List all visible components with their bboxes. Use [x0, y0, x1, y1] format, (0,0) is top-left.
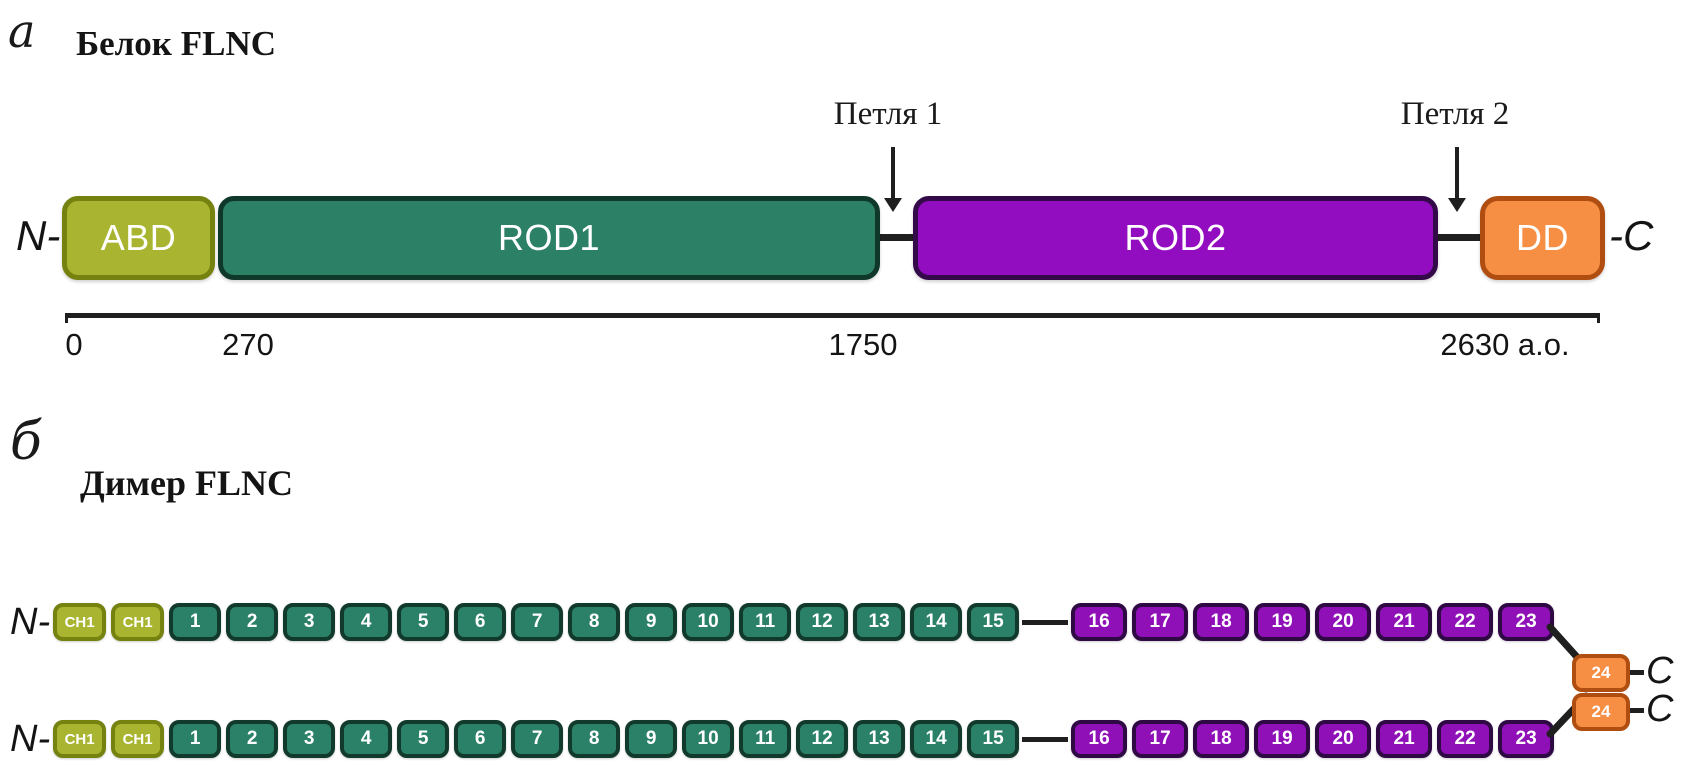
rod1-repeat-box: 13	[853, 720, 906, 758]
ch-domain-box: CH1	[53, 720, 107, 758]
scale-tick-1750: 1750	[828, 327, 898, 362]
rod2-repeat-box: 20	[1315, 603, 1372, 641]
panel-b-title: Димер FLNC	[80, 463, 294, 503]
rod2-repeat-box: 21	[1376, 720, 1433, 758]
rod1-repeat-box: 14	[910, 603, 963, 641]
loop1-label: Петля 1	[833, 96, 943, 132]
rod2-repeat-box: 17	[1132, 720, 1189, 758]
panel-a-n-terminus: N-	[16, 212, 61, 259]
loop1-arrow-head	[884, 198, 902, 212]
chain1-n-terminus: N-	[10, 601, 51, 643]
rod1-rod2-linker	[872, 234, 920, 241]
rod2-repeat-box: 16	[1071, 720, 1128, 758]
rod1-repeat-box: 11	[739, 603, 792, 641]
domain-rod1: ROD1	[218, 196, 880, 280]
chain2-c-dash	[1630, 708, 1644, 713]
chain2-hinge1-linker	[1022, 736, 1069, 742]
chain2-domain24-label: 24	[1591, 702, 1611, 721]
rod1-repeat-box: 12	[796, 720, 849, 758]
rod1-repeat-box: 3	[283, 603, 336, 641]
chain1-c-dash	[1630, 670, 1644, 675]
rod1-repeat-box: 7	[511, 720, 564, 758]
rod1-repeat-box: 2	[226, 603, 279, 641]
scale-tick-2630: 2630 а.о.	[1440, 327, 1570, 362]
rod1-repeat-box: 8	[568, 720, 621, 758]
rod2-repeat-box: 19	[1254, 720, 1311, 758]
rod1-repeat-box: 10	[682, 720, 735, 758]
panel-b-letter: б	[10, 412, 42, 472]
rod2-repeat-box: 21	[1376, 603, 1433, 641]
rod2-repeat-box: 23	[1498, 603, 1555, 641]
ch-domain-box: CH1	[111, 720, 165, 758]
rod1-repeat-box: 8	[568, 603, 621, 641]
rod1-repeat-box: 9	[625, 720, 678, 758]
loop2-label: Петля 2	[1400, 96, 1510, 132]
rod1-repeat-box: 15	[967, 603, 1020, 641]
residue-scale-axis	[65, 313, 1600, 323]
domain-dd: DD	[1480, 196, 1605, 280]
loop1-arrow-line	[891, 147, 895, 199]
chain2-c-terminus: C	[1646, 688, 1674, 730]
rod1-repeat-box: 6	[454, 603, 507, 641]
chain1-domain24-label: 24	[1591, 663, 1611, 682]
rod2-repeat-box: 18	[1193, 720, 1250, 758]
chain2-dimerization-domain: 24	[1572, 693, 1630, 731]
rod2-repeat-box: 19	[1254, 603, 1311, 641]
rod2-repeat-box: 20	[1315, 720, 1372, 758]
domain-rod2-label: ROD2	[1124, 217, 1227, 258]
rod1-repeat-box: 3	[283, 720, 336, 758]
domain-abd-label: ABD	[100, 217, 177, 258]
panel-a-title: Белок FLNC	[76, 24, 277, 63]
rod2-repeat-box: 23	[1498, 720, 1555, 758]
rod1-repeat-box: 15	[967, 720, 1020, 758]
rod1-repeat-box: 4	[340, 720, 393, 758]
scale-tick-0: 0	[65, 327, 83, 362]
domain-dd-label: DD	[1516, 217, 1569, 258]
rod1-repeat-box: 13	[853, 603, 906, 641]
rod2-repeat-box: 16	[1071, 603, 1128, 641]
rod1-repeat-box: 5	[397, 603, 450, 641]
ch-domain-box: CH1	[111, 603, 165, 641]
rod1-repeat-box: 9	[625, 603, 678, 641]
rod2-repeat-box: 22	[1437, 603, 1494, 641]
chain1-c-terminus: C	[1646, 650, 1674, 692]
rod1-repeat-box: 2	[226, 720, 279, 758]
chain1-hinge1-linker	[1022, 619, 1069, 625]
ch-domain-box: CH1	[53, 603, 107, 641]
rod2-dd-linker	[1432, 234, 1488, 241]
domain-abd: ABD	[62, 196, 215, 280]
domain-rod1-label: ROD1	[497, 217, 601, 258]
loop2-arrow-line	[1455, 147, 1459, 199]
chain2-n-terminus: N-	[10, 718, 51, 760]
rod1-repeat-box: 1	[169, 720, 222, 758]
rod1-repeat-box: 11	[739, 720, 792, 758]
rod1-repeat-box: 1	[169, 603, 222, 641]
rod1-repeat-box: 10	[682, 603, 735, 641]
panel-a-letter: а	[8, 4, 36, 58]
rod1-repeat-box: 4	[340, 603, 393, 641]
scale-tick-270: 270	[222, 327, 274, 362]
domain-rod2: ROD2	[913, 196, 1438, 280]
chain1-dimerization-domain: 24	[1572, 654, 1630, 692]
rod2-repeat-box: 17	[1132, 603, 1189, 641]
panel-a-c-terminus: -C	[1609, 212, 1654, 259]
rod1-repeat-box: 7	[511, 603, 564, 641]
rod1-repeat-box: 14	[910, 720, 963, 758]
loop2-arrow-head	[1448, 198, 1466, 212]
rod2-repeat-box: 18	[1193, 603, 1250, 641]
rod1-repeat-box: 12	[796, 603, 849, 641]
rod1-repeat-box: 5	[397, 720, 450, 758]
rod1-repeat-box: 6	[454, 720, 507, 758]
rod2-repeat-box: 22	[1437, 720, 1494, 758]
